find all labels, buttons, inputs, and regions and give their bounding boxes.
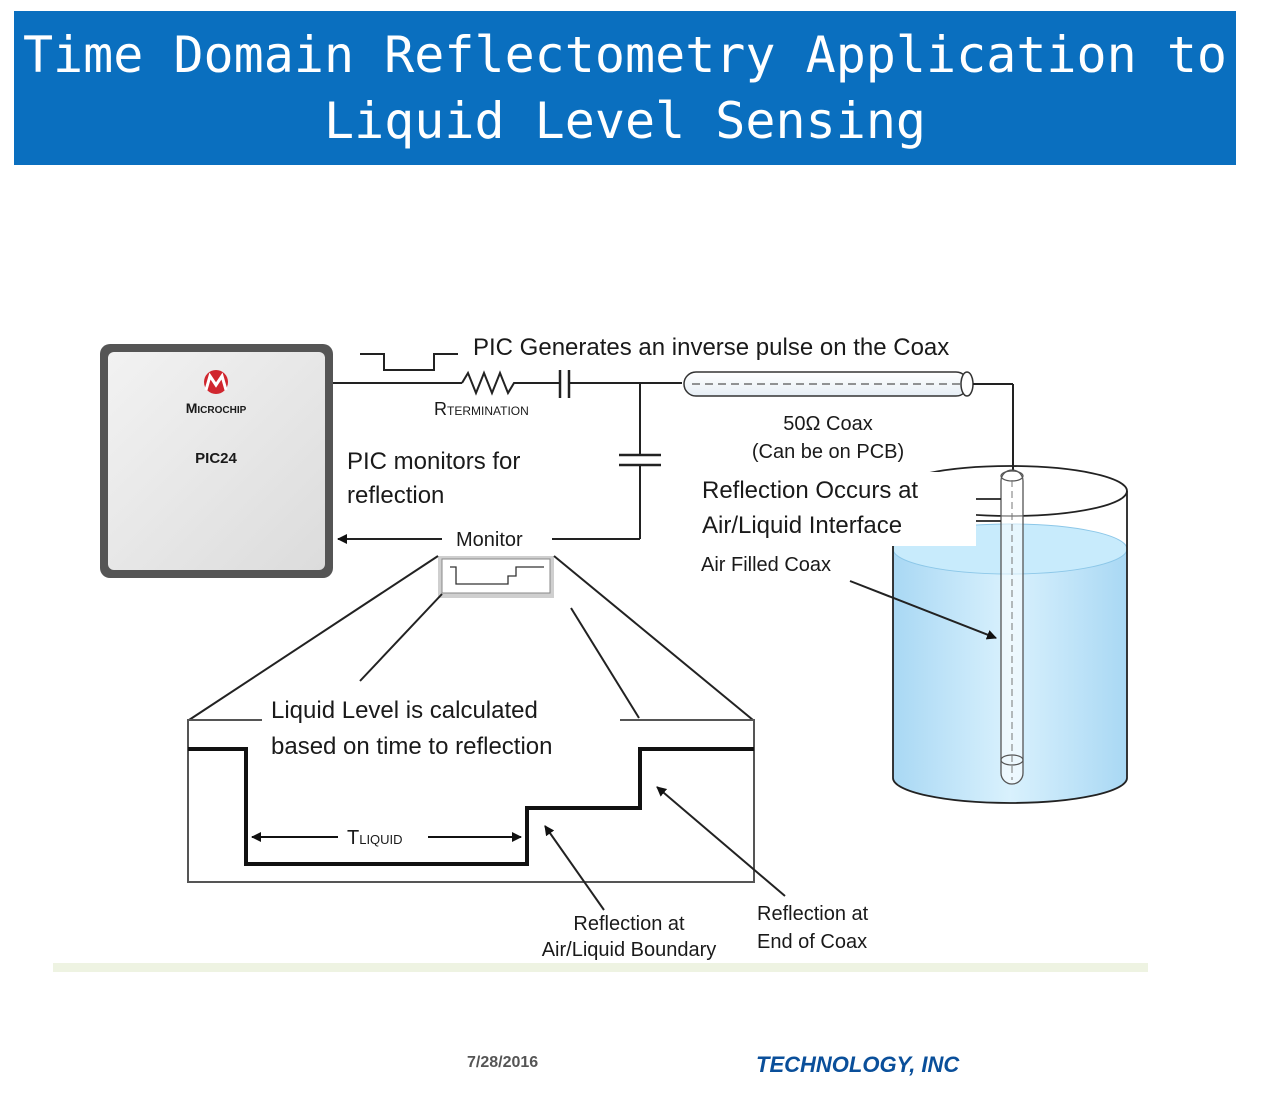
chip-model: PIC24 <box>195 450 237 467</box>
slide-divider <box>53 963 1148 972</box>
boundary-label-line-2: Air/Liquid Boundary <box>542 939 717 961</box>
tliquid-label-t: T <box>347 827 359 849</box>
tliquid-label-sub: LIQUID <box>359 832 402 847</box>
end-label-line-2: End of Coax <box>757 931 867 953</box>
boundary-label-line-1: Reflection at <box>573 913 685 935</box>
monitor-capacitor-icon <box>619 453 661 467</box>
tliquid-label: TLIQUID <box>347 827 403 849</box>
coax-label-line-1: 50Ω Coax <box>783 413 872 435</box>
monitor-caption-line-1: PIC monitors for <box>347 448 520 475</box>
chip-brand: Microchip <box>186 400 247 416</box>
resistor-label-sub: TERMINATION <box>447 404 529 418</box>
monitor-label: Monitor <box>456 529 523 551</box>
monitor-caption-line-2: reflection <box>347 482 444 509</box>
termination-resistor-icon <box>461 370 560 396</box>
end-label-line-1: Reflection at <box>757 903 869 925</box>
reflection-note-line-1: Reflection Occurs at <box>702 477 918 504</box>
monitor-screen-icon <box>438 556 554 598</box>
inverse-pulse-icon <box>360 353 458 371</box>
waveform-panel: Liquid Level is calculated based on time… <box>187 694 755 883</box>
pulse-caption: PIC Generates an inverse pulse on the Co… <box>473 334 949 361</box>
pic24-chip: Microchip PIC24 <box>100 344 333 578</box>
air-coax-arrow <box>849 580 997 640</box>
slide-title: Time Domain Reflectometry Application to… <box>14 11 1236 165</box>
coax-label-line-2: (Can be on PCB) <box>752 441 904 463</box>
footer-date: 7/28/2016 <box>467 1054 539 1071</box>
resistor-label: RTERMINATION <box>434 399 529 419</box>
footer-company: TECHNOLOGY, INC <box>756 1052 960 1077</box>
slide-title-line-2: Liquid Level Sensing <box>323 92 927 150</box>
resistor-label-r: R <box>434 399 447 419</box>
reflection-waveform <box>188 747 754 866</box>
coax-cable <box>683 371 974 397</box>
series-capacitor-icon <box>558 370 571 398</box>
end-of-coax-arrow <box>656 786 786 897</box>
air-filled-coax-probe <box>1000 469 1024 785</box>
calc-note-line-2: based on time to reflection <box>271 733 553 760</box>
slide-title-line-1: Time Domain Reflectometry Application to <box>22 26 1228 84</box>
reflection-note-line-2: Air/Liquid Interface <box>702 512 902 539</box>
calc-note-line-1: Liquid Level is calculated <box>271 697 538 724</box>
air-coax-label: Air Filled Coax <box>701 554 831 576</box>
microchip-logo-icon <box>204 370 228 394</box>
boundary-arrow <box>544 825 605 911</box>
